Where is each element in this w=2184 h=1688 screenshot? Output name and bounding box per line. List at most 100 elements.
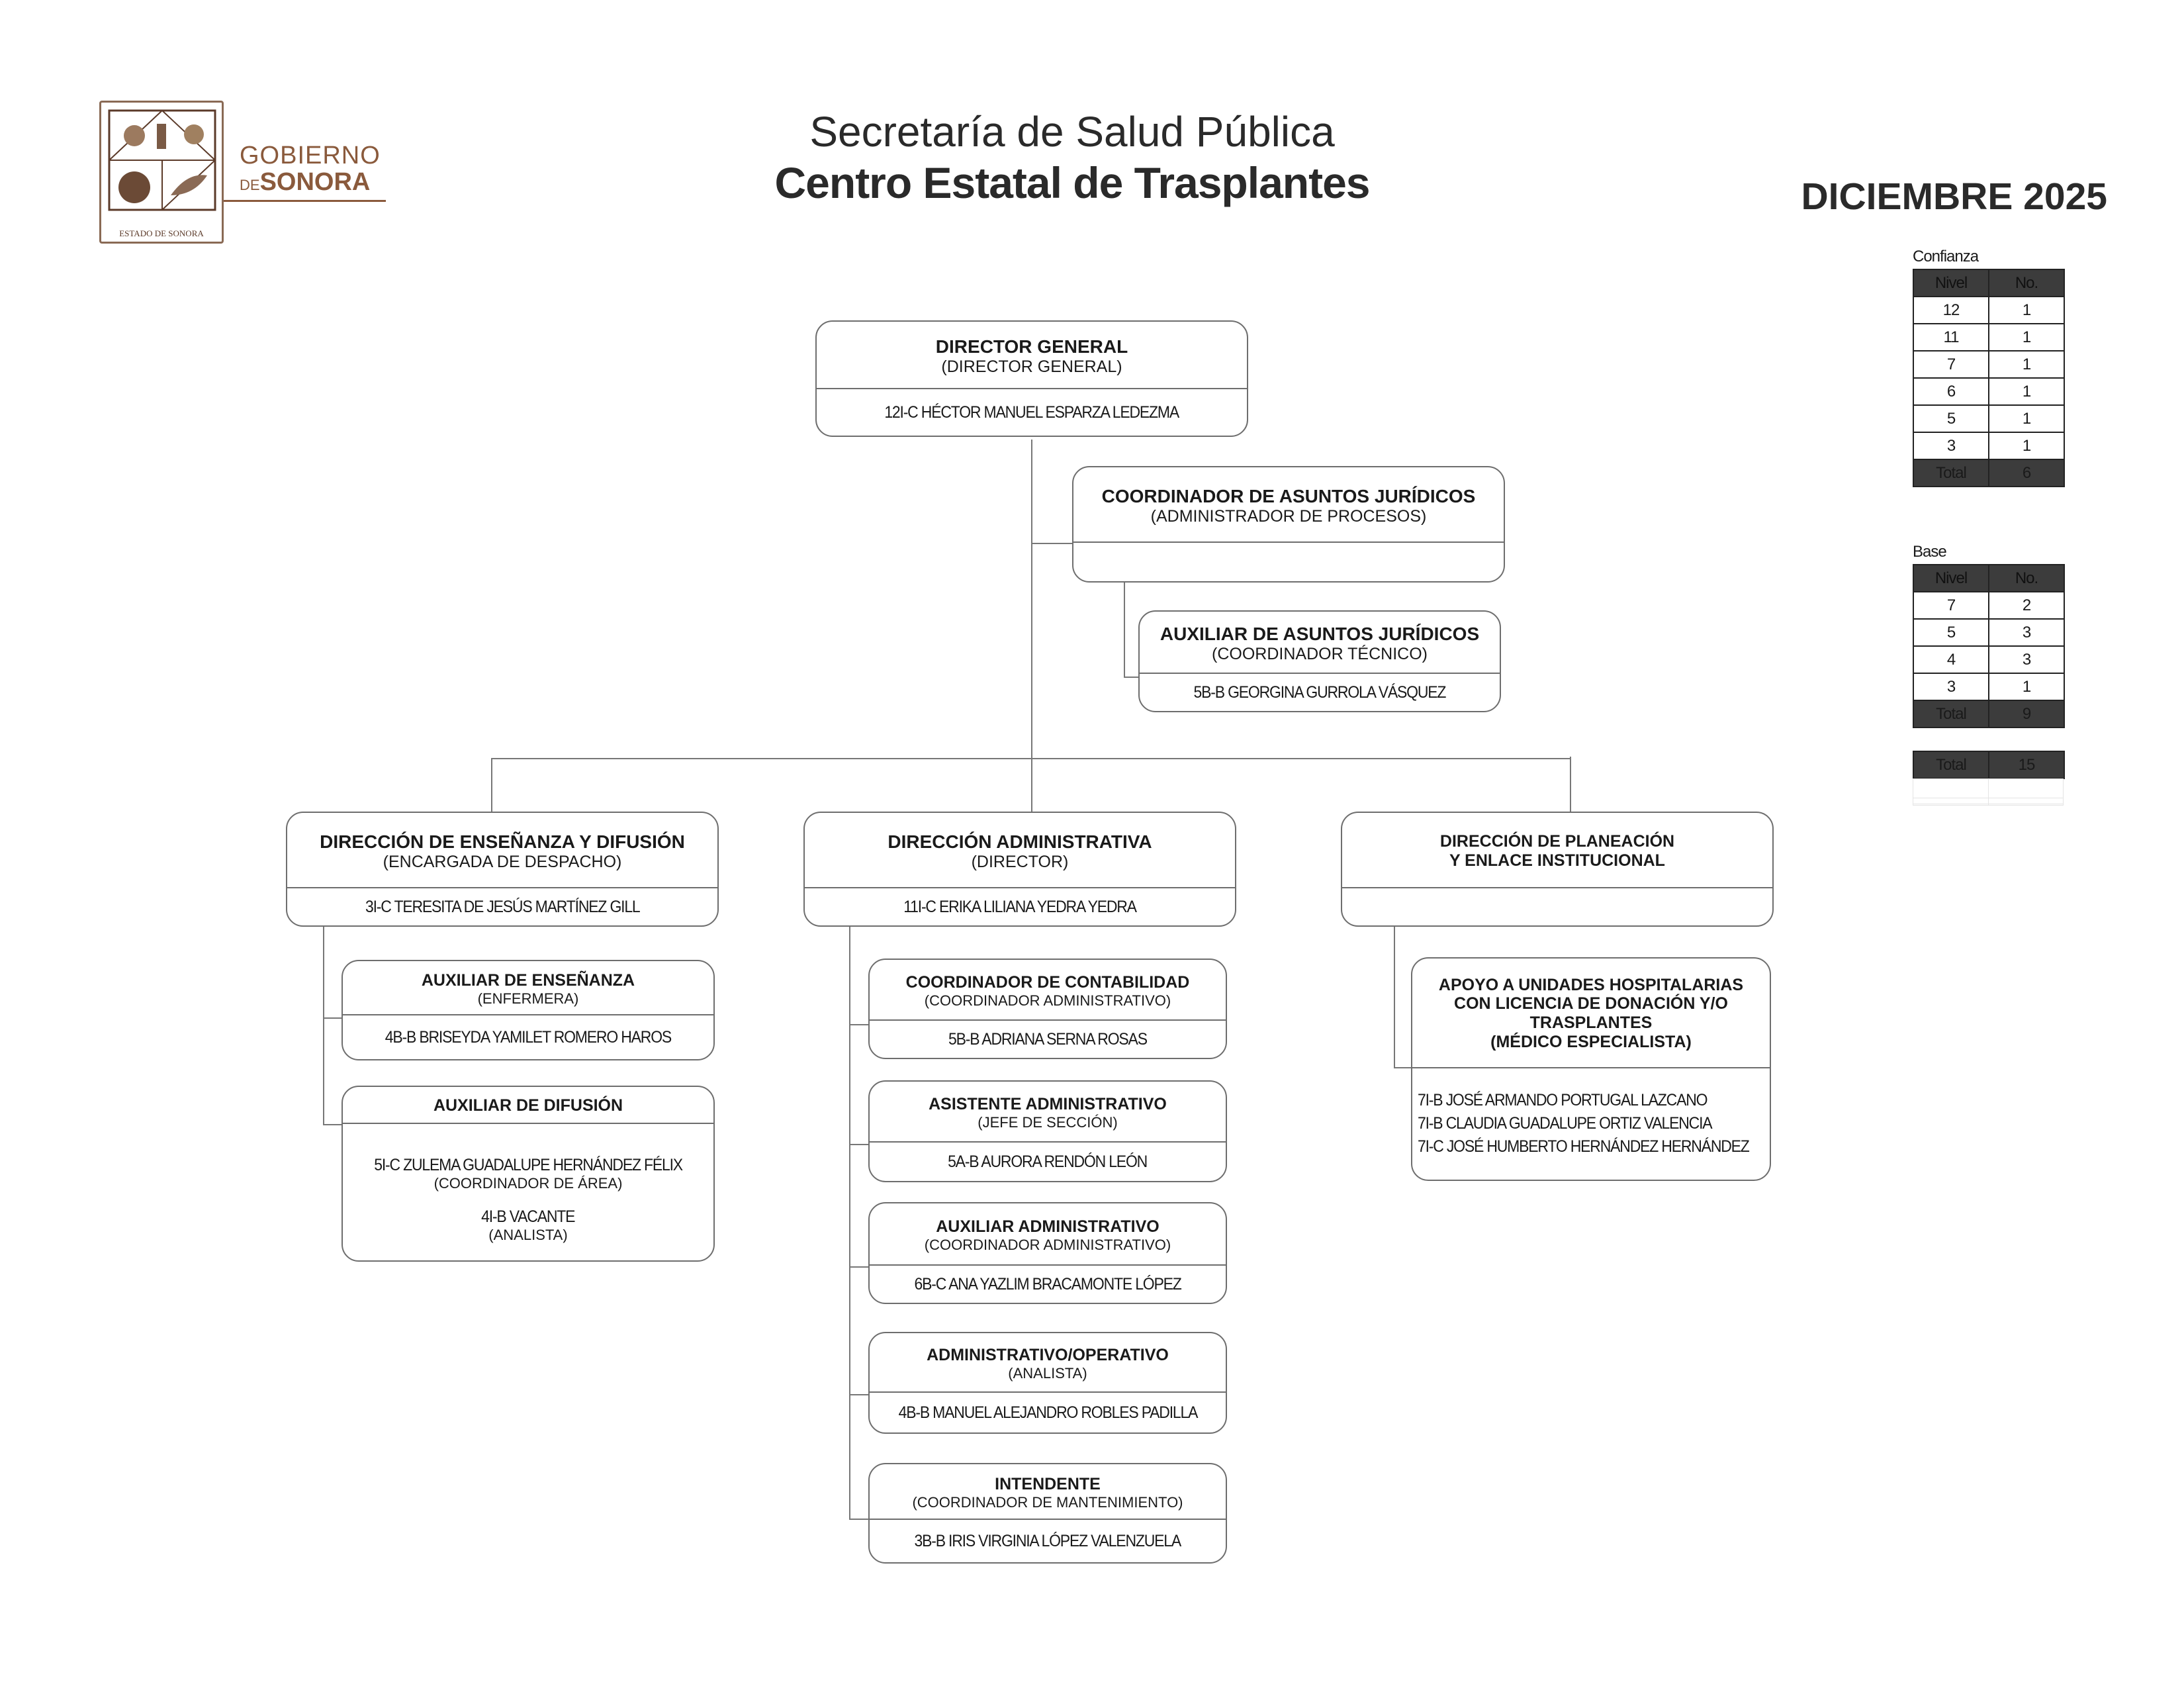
box-coordinador-juridicos: COORDINADOR DE ASUNTOS JURÍDICOS (ADMINI…	[1072, 466, 1505, 583]
connector-to-juridicos	[1031, 543, 1077, 544]
table-cell: 1	[1988, 673, 2065, 701]
table-cell: 7	[1913, 350, 1989, 379]
connector-planeacion	[1570, 757, 1571, 813]
table-cell: 12	[1913, 296, 1989, 324]
aux-juridicos-title: AUXILIAR DE ASUNTOS JURÍDICOS	[1160, 623, 1480, 644]
box-director-general: DIRECTOR GENERAL (DIRECTOR GENERAL) 12I-…	[815, 320, 1248, 437]
table-header-cell: No.	[1988, 564, 2065, 592]
aux-difusion-title: AUXILIAR DE DIFUSIÓN	[433, 1096, 623, 1115]
table-cell: 11	[1913, 323, 1989, 352]
box-administrativo-operativo: ADMINISTRATIVO/OPERATIVO (ANALISTA) 4B-B…	[868, 1332, 1227, 1434]
confianza-caption: Confianza	[1913, 248, 1979, 265]
intendente-name: 3B-B IRIS VIRGINIA LÓPEZ VALENZUELA	[914, 1531, 1182, 1550]
dir-planeacion-title-2: Y ENLACE INSTITUCIONAL	[1449, 851, 1665, 870]
table-cell: Total	[1913, 751, 1989, 779]
table-header-cell: Nivel	[1913, 269, 1989, 297]
connector-to-aux-difusion	[323, 1124, 341, 1125]
logo-word-sonora-text: SONORA	[259, 168, 371, 196]
box-auxiliar-ensenanza: AUXILIAR DE ENSEÑANZA (ENFERMERA) 4B-B B…	[341, 960, 715, 1060]
aux-difusion-role-2: (ANALISTA)	[488, 1227, 568, 1244]
director-general-role: (DIRECTOR GENERAL)	[941, 357, 1122, 376]
dir-ensenanza-name: 3I-C TERESITA DE JESÚS MARTÍNEZ GILL	[365, 897, 641, 916]
aux-ensenanza-role: (ENFERMERA)	[477, 990, 579, 1007]
dir-admin-title: DIRECCIÓN ADMINISTRATIVA	[887, 831, 1152, 852]
auxiliar-admin-name: 6B-C ANA YAZLIM BRACAMONTE LÓPEZ	[914, 1274, 1181, 1293]
page-title-secretaria: Secretaría de Salud Pública	[809, 108, 1335, 156]
table-cell: 6	[1988, 459, 2065, 487]
table-cell: 9	[1988, 700, 2065, 728]
table-cell: 6	[1913, 377, 1989, 406]
table-cell: Total	[1913, 459, 1989, 487]
report-date: DICIEMBRE 2025	[1801, 175, 2108, 218]
page-title-centro: Centro Estatal de Trasplantes	[774, 158, 1371, 207]
connector-to-apoyo	[1394, 1067, 1414, 1068]
table-cell: 4	[1913, 645, 1989, 674]
table-cell: 1	[1988, 404, 2065, 433]
connector-directions-bar	[491, 758, 1571, 759]
admin-operativo-name: 4B-B MANUEL ALEJANDRO ROBLES PADILLA	[898, 1403, 1198, 1422]
coord-juridicos-title: COORDINADOR DE ASUNTOS JURÍDICOS	[1101, 485, 1476, 506]
connector-juridicos-down	[1124, 583, 1125, 677]
apoyo-title-2: CON LICENCIA DE DONACIÓN Y/O	[1454, 994, 1728, 1013]
intendente-title: INTENDENTE	[995, 1474, 1101, 1493]
apoyo-title-1: APOYO A UNIDADES HOSPITALARIAS	[1438, 975, 1744, 994]
box-auxiliar-difusion: AUXILIAR DE DIFUSIÓN 5I-C ZULEMA GUADALU…	[341, 1086, 715, 1262]
table-header-row: Nivel No.	[1913, 564, 2065, 592]
dir-admin-name: 11I-C ERIKA LILIANA YEDRA YEDRA	[903, 897, 1137, 916]
coord-contabilidad-name: 5B-B ADRIANA SERNA ROSAS	[948, 1029, 1148, 1049]
coord-contabilidad-role: (COORDINADOR ADMINISTRATIVO)	[924, 992, 1171, 1009]
table-header-cell: No.	[1988, 269, 2065, 297]
director-general-name: 12I-C HÉCTOR MANUEL ESPARZA LEDEZMA	[884, 402, 1180, 422]
connector-trunk	[1031, 440, 1032, 814]
aux-difusion-role-1: (COORDINADOR DE ÁREA)	[433, 1175, 623, 1192]
connector-to-aux-ensenanza	[323, 1017, 341, 1019]
connector-to-admin-operativo	[849, 1394, 871, 1395]
apoyo-name-2: 7I-B CLAUDIA GUADALUPE ORTIZ VALENCIA	[1418, 1114, 1713, 1133]
table-cell: 7	[1913, 591, 1989, 620]
dir-ensenanza-title: DIRECCIÓN DE ENSEÑANZA Y DIFUSIÓN	[320, 831, 685, 852]
coord-contabilidad-title: COORDINADOR DE CONTABILIDAD	[905, 972, 1190, 992]
table-cell: 1	[1988, 377, 2065, 406]
auxiliar-admin-title: AUXILIAR ADMINISTRATIVO	[936, 1217, 1160, 1236]
table-cell: 3	[1913, 432, 1989, 460]
connector-ensenanza-sub	[323, 927, 324, 1125]
table-cell: 3	[1988, 645, 2065, 674]
box-direccion-ensenanza: DIRECCIÓN DE ENSEÑANZA Y DIFUSIÓN (ENCAR…	[286, 812, 719, 927]
empty-table-row	[1913, 798, 2064, 806]
table-cell: 3	[1913, 673, 1989, 701]
table-cell: Total	[1913, 700, 1989, 728]
box-direccion-administrativa: DIRECCIÓN ADMINISTRATIVA (DIRECTOR) 11I-…	[803, 812, 1236, 927]
asistente-admin-role: (JEFE DE SECCIÓN)	[978, 1113, 1118, 1131]
asistente-admin-title: ASISTENTE ADMINISTRATIVO	[929, 1094, 1167, 1113]
logo-word-gobierno: GOBIERNO	[240, 142, 381, 169]
box-direccion-planeacion: DIRECCIÓN DE PLANEACIÓN Y ENLACE INSTITU…	[1341, 812, 1774, 927]
apoyo-name-3: 7I-C JOSÉ HUMBERTO HERNÁNDEZ HERNÁNDEZ	[1418, 1137, 1750, 1156]
table-cell: 1	[1988, 323, 2065, 352]
apoyo-name-1: 7I-B JOSÉ ARMANDO PORTUGAL LAZCANO	[1418, 1091, 1708, 1109]
connector-to-aux-juridicos	[1124, 677, 1142, 678]
connector-to-contabilidad	[849, 1024, 871, 1025]
table-cell: 5	[1913, 618, 1989, 647]
base-caption: Base	[1913, 543, 1947, 561]
seal-caption: ESTADO DE SONORA	[119, 228, 204, 238]
connector-admin-sub	[849, 927, 850, 1520]
box-auxiliar-juridicos: AUXILIAR DE ASUNTOS JURÍDICOS (COORDINAD…	[1138, 610, 1501, 712]
dir-ensenanza-role: (ENCARGADA DE DESPACHO)	[383, 852, 622, 871]
table-header-cell: Nivel	[1913, 564, 1989, 592]
logo-word-sonora: DESONORA	[240, 168, 370, 197]
aux-difusion-name-2: 4I-B VACANTE	[481, 1207, 575, 1227]
